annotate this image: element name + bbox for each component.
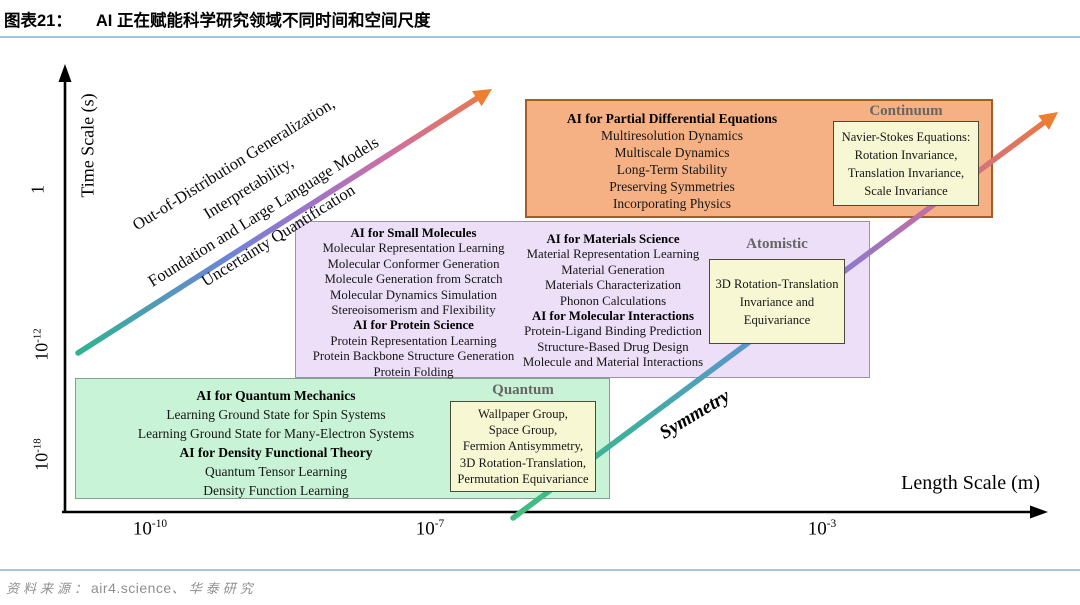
atomistic-topics-col1: AI for Small Molecules Molecular Represe… [301,226,526,380]
symmetry-line: Wallpaper Group, [478,406,568,421]
topic-line: Protein Folding [373,364,454,379]
x-tick-1e-7: 10-7 [390,518,470,540]
topic-line: Preserving Symmetries [609,179,735,194]
quantum-zone-label: Quantum [492,382,554,398]
topic-line: Protein-Ligand Binding Prediction [524,324,702,339]
tick-exponent: -3 [826,518,837,530]
tick-exponent: -12 [31,328,44,343]
topic-line: Protein Backbone Structure Generation [312,349,515,364]
topic-line: Materials Characterization [544,278,682,293]
topic-line: Phonon Calculations [559,293,667,308]
topic-line: Learning Ground State for Many-Electron … [137,426,415,441]
symmetry-line: Rotation Invariance, [854,147,958,162]
topic-line: Molecular Dynamics Simulation [329,287,498,302]
topic-line: Multiresolution Dynamics [600,128,744,143]
source-org: 华泰研究 [188,581,257,596]
topic-line: Molecular Representation Learning [322,241,505,256]
y-tick-1: 1 [28,155,49,225]
continuum-zone-label: Continuum [869,103,943,119]
y-tick-1e-18: 10-18 [32,420,53,490]
group-heading: AI for Small Molecules [350,226,477,240]
tick-value: 10 [132,518,152,540]
symmetry-line: Scale Invariance [864,183,948,198]
topic-line: Learning Ground State for Spin Systems [166,407,386,422]
source-label: 资料来源： [6,581,92,596]
group-heading: AI for Density Functional Theory [179,445,373,460]
figure-title-bar: 图表21： AI 正在赋能科学研究领域不同时间和空间尺度 [4,7,430,31]
group-heading: AI for Partial Differential Equations [566,111,778,126]
symmetry-line: Fermion Antisymmetry, [462,439,584,454]
tick-value: 10 [807,518,827,540]
group-heading: AI for Materials Science [546,232,680,246]
topic-line: Molecule Generation from Scratch [324,272,503,287]
topic-line: Incorporating Physics [612,196,732,211]
symmetry-line: Translation Invariance, [847,165,965,180]
topic-line: Stereoisomerism and Flexibility [331,303,496,318]
symmetry-line: Permutation Equivariance [457,471,589,486]
topic-line: Quantum Tensor Learning [204,464,348,479]
symmetry-line: Equivariance [743,312,811,327]
x-axis-label: Length Scale (m) [901,472,1040,494]
topic-line: Molecule and Material Interactions [522,355,704,370]
atomistic-symmetry-box: 3D Rotation-Translation Invariance and E… [709,259,845,344]
x-tick-1e-10: 10-10 [110,518,190,540]
y-axis-arrowhead-icon [58,64,72,82]
group-heading: AI for Quantum Mechanics [196,388,356,403]
topic-line: Molecular Conformer Generation [327,256,500,271]
symmetry-arrowhead-icon [1038,112,1058,130]
source-site: air4.science [91,580,172,596]
page-title: AI 正在赋能科学研究领域不同时间和空间尺度 [95,12,431,30]
source-separator: 、 [171,581,189,596]
continuum-symmetry-box: Navier-Stokes Equations: Rotation Invari… [833,121,979,206]
topic-line: Material Representation Learning [526,247,700,262]
tick-value: 1 [27,185,48,194]
symmetry-arrow-label: Symmetry [655,385,734,444]
atomistic-zone-label: Atomistic [746,236,808,252]
tick-exponent: -18 [31,438,44,453]
topic-line: Protein Representation Learning [330,333,497,348]
symmetry-line: Navier-Stokes Equations: [841,129,971,144]
x-axis-arrowhead-icon [1030,505,1048,519]
topic-line: Material Generation [561,262,665,277]
topic-line: Multiscale Dynamics [614,145,730,160]
atomistic-topics-col2: AI for Materials Science Material Repres… [508,232,718,371]
symmetry-line: 3D Rotation-Translation, [459,455,587,470]
y-tick-1e-12: 10-12 [32,310,53,380]
quantum-symmetry-box: Wallpaper Group, Space Group, Fermion An… [450,401,596,492]
x-tick-1e-3: 10-3 [782,518,862,540]
symmetry-line: Space Group, [488,423,558,438]
topic-line: Density Function Learning [203,483,349,498]
tick-value: 10 [415,518,435,540]
figure-number: 图表21： [4,12,72,30]
group-heading: AI for Molecular Interactions [532,309,694,324]
title-underline [0,36,1080,38]
upper-trend-arrowhead-icon [472,89,492,107]
quantum-topics: AI for Quantum Mechanics Learning Ground… [86,386,466,500]
tick-exponent: -10 [151,518,168,530]
topic-line: Long-Term Stability [616,162,728,177]
symmetry-line: 3D Rotation-Translation [715,276,839,291]
symmetry-line: Invariance and [739,294,815,309]
tick-value: 10 [31,342,52,361]
group-heading: AI for Protein Science [353,318,474,333]
footer-rule [0,569,1080,571]
topic-line: Structure-Based Drug Design [537,339,689,354]
tick-value: 10 [31,452,52,471]
source-note: 资料来源：air4.science、华泰研究 [6,578,257,597]
tick-exponent: -7 [434,518,445,530]
continuum-topics: AI for Partial Differential Equations Mu… [532,110,812,212]
y-axis-label: Time Scale (s) [77,93,98,198]
